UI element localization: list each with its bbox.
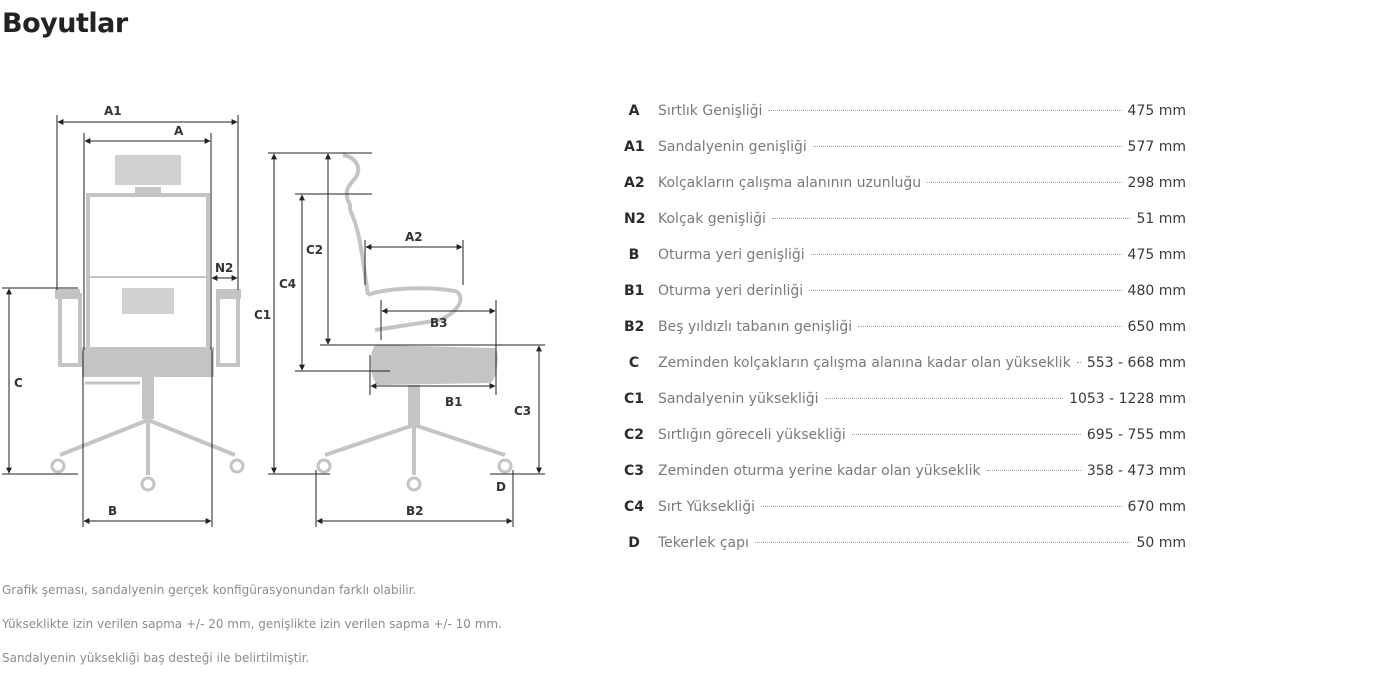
dimensions-list: A Sırtlık Genişliği 475 mm A1 Sandalyenin g…	[624, 96, 1186, 564]
page-title: Boyutlar	[2, 8, 128, 39]
dimension-value: 553 - 668 mm	[1086, 355, 1186, 371]
dimension-code: C2	[624, 427, 645, 443]
chair-dimension-diagram: A1 A N2 C B C1 C4 C2 A2 B3 B1 C3 D B2	[2, 104, 545, 527]
dimension-row: N2 Kolçak genişliği 51 mm	[624, 204, 1186, 240]
chair-front-view	[50, 155, 245, 492]
dimension-label: Sırtlığın göreceli yüksekliği	[658, 427, 846, 443]
label-C1: C1	[254, 308, 271, 322]
dimension-label: Sandalyenin genişliği	[658, 139, 807, 155]
dimension-value: 51 mm	[1136, 211, 1186, 227]
dimension-row: A1 Sandalyenin genişliği 577 mm	[624, 132, 1186, 168]
dimension-row: B2 Beş yıldızlı tabanın genişliği 650 mm	[624, 312, 1186, 348]
dimension-code: C	[628, 355, 640, 371]
dimension-row: D Tekerlek çapı 50 mm	[624, 528, 1186, 564]
dimension-value: 577 mm	[1127, 139, 1186, 155]
notes: Grafik şeması, sandalyenin gerçek konfig…	[2, 580, 502, 682]
dimension-label: Tekerlek çapı	[658, 535, 749, 551]
dimension-label: Oturma yeri genişliği	[658, 247, 805, 263]
dimension-row: C4 Sırt Yüksekliği 670 mm	[624, 492, 1186, 528]
label-D: D	[496, 480, 506, 494]
label-B: B	[108, 504, 117, 518]
label-C4: C4	[279, 277, 296, 291]
label-C2: C2	[306, 243, 323, 257]
dimension-code: C3	[624, 463, 645, 479]
dimension-value: 695 - 755 mm	[1086, 427, 1186, 443]
dimension-label: Zeminden kolçakların çalışma alanına kad…	[658, 355, 1071, 371]
dimension-value: 298 mm	[1127, 175, 1186, 191]
label-C3: C3	[514, 404, 531, 418]
dimension-value: 480 mm	[1127, 283, 1186, 299]
note-text: Grafik şeması, sandalyenin gerçek konfig…	[2, 583, 417, 597]
dimension-label: Oturma yeri derinliği	[658, 283, 804, 299]
dimension-code: A	[628, 103, 640, 119]
dimension-value: 670 mm	[1127, 499, 1186, 515]
dimension-row: C3 Zeminden oturma yerine kadar olan yüks…	[624, 456, 1186, 492]
dimension-value: 358 - 473 mm	[1086, 463, 1186, 479]
dimension-code: C1	[624, 391, 645, 407]
dimension-value: 650 mm	[1127, 319, 1186, 335]
chair-side-view	[316, 153, 513, 492]
note-text: Sandalyenin yüksekliği baş desteği ile b…	[2, 651, 310, 665]
dimension-code: D	[628, 535, 640, 551]
dimension-label: Zeminden oturma yerine kadar olan yüksek…	[658, 463, 981, 479]
dimension-label: Sandalyenin yüksekliği	[658, 391, 819, 407]
dimension-code: C4	[624, 499, 645, 515]
label-A: A	[174, 124, 184, 138]
dimension-value: 50 mm	[1136, 535, 1186, 551]
dimension-code: A1	[624, 139, 645, 155]
dimension-row: A2 Kolçakların çalışma alanının uzunluğu 2…	[624, 168, 1186, 204]
dimension-row: B1 Oturma yeri derinliği 480 mm	[624, 276, 1186, 312]
label-B1: B1	[445, 395, 463, 409]
dimension-code: B1	[624, 283, 645, 299]
dimension-value: 475 mm	[1127, 247, 1186, 263]
dimension-label: Sırt Yüksekliği	[658, 499, 755, 515]
label-C: C	[14, 376, 23, 390]
note-text: Yükseklikte izin verilen sapma +/- 20 mm…	[2, 617, 502, 631]
dimension-label: Kolçakların çalışma alanının uzunluğu	[658, 175, 922, 191]
dimension-value: 1053 - 1228 mm	[1069, 391, 1186, 407]
dimension-row: B Oturma yeri genişliği 475 mm	[624, 240, 1186, 276]
dimension-label: Beş yıldızlı tabanın genişliği	[658, 319, 853, 335]
dimension-code: N2	[624, 211, 646, 227]
label-N2: N2	[215, 261, 233, 275]
label-B3: B3	[430, 316, 448, 330]
label-A1: A1	[104, 104, 122, 118]
label-B2: B2	[406, 504, 424, 518]
dimension-row: C2 Sırtlığın göreceli yüksekliği 695 - 755…	[624, 420, 1186, 456]
dimension-row: C Zeminden kolçakların çalışma alanına ka…	[624, 348, 1186, 384]
dimension-label: Kolçak genişliği	[658, 211, 766, 227]
dimension-code: A2	[624, 175, 645, 191]
label-A2: A2	[405, 230, 423, 244]
dimension-code: B	[628, 247, 640, 263]
dimension-label: Sırtlık Genişliği	[658, 103, 763, 119]
dimension-row: A Sırtlık Genişliği 475 mm	[624, 96, 1186, 132]
dimension-value: 475 mm	[1127, 103, 1186, 119]
dimension-row: C1 Sandalyenin yüksekliği 1053 - 1228 mm	[624, 384, 1186, 420]
dimension-code: B2	[624, 319, 645, 335]
